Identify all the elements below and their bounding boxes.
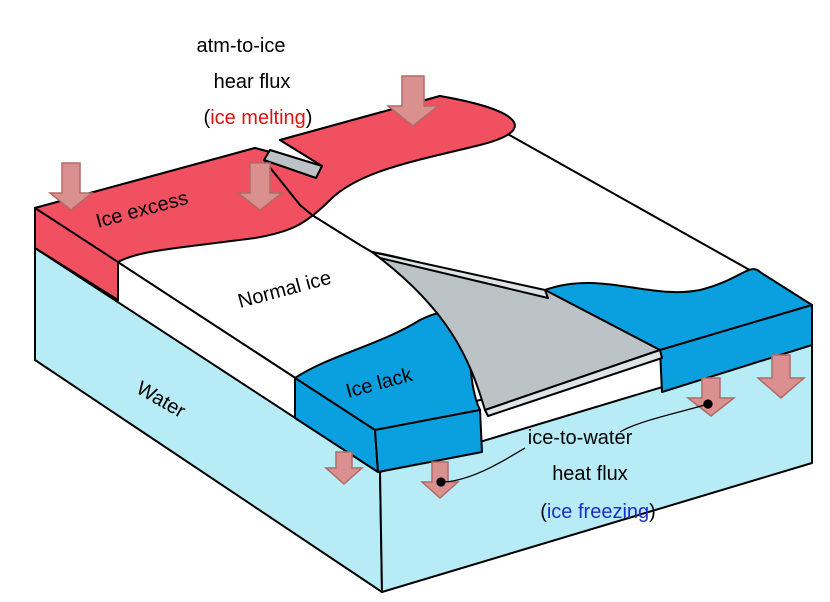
bottom-flux-open-paren: ( [540, 501, 547, 523]
ice-lack-right-front [659, 304, 813, 393]
leader-dot [436, 477, 446, 487]
crack-lead [263, 149, 323, 179]
bottom-flux-line2: heat flux [552, 463, 628, 485]
ice-excess-front [34, 207, 119, 301]
down-arrow-icon [324, 451, 364, 486]
top-flux-caption: atm-to-ice hear flux (ice melting) [197, 35, 313, 129]
leader-dot [703, 399, 713, 409]
bottom-flux-line3: (ice freezing) [540, 501, 656, 523]
ice-lack-right-face [374, 409, 483, 473]
top-flux-close-paren: ) [306, 107, 313, 129]
channel-edge-top [371, 251, 549, 299]
top-flux-open-paren: ( [204, 107, 211, 129]
down-arrow-icon [47, 162, 95, 211]
bottom-flux-caption: ice-to-water heat flux (ice freezing) [528, 427, 656, 523]
crack-line [263, 159, 373, 253]
leader-line [440, 447, 526, 483]
down-arrow-icon [385, 75, 441, 127]
top-flux-line2: hear flux [214, 71, 291, 93]
ice-freezing-text: ice freezing [547, 501, 649, 523]
bottom-flux-close-paren: ) [649, 501, 656, 523]
bottom-flux-line1: ice-to-water [528, 427, 633, 449]
channel-edge-bottom [484, 349, 663, 417]
leader-line [619, 403, 709, 433]
down-arrow-icon [755, 354, 807, 399]
flux-leader-lines [436, 399, 713, 487]
ice-melting-text: ice melting [210, 107, 306, 129]
top-flux-line3: (ice melting) [204, 107, 313, 129]
down-arrow-icon [235, 162, 285, 211]
ice-slab [34, 95, 813, 473]
top-flux-line1: atm-to-ice [197, 35, 286, 57]
top-flux-arrows [47, 75, 441, 211]
ice-lack-right-region [544, 268, 813, 351]
